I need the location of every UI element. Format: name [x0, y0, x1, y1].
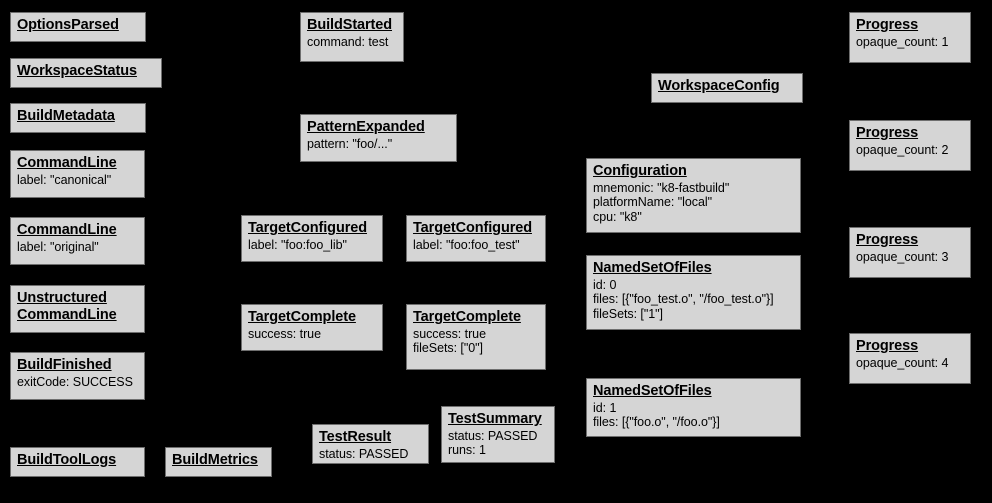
- node-title: TestResult: [319, 429, 392, 445]
- node-title: BuildMetrics: [172, 452, 258, 468]
- node-title: Configuration: [593, 163, 687, 179]
- node-field: runs: 1: [448, 443, 486, 458]
- node-field: status: PASSED: [319, 446, 409, 461]
- node-fields: opaque_count: 1: [856, 35, 964, 50]
- node-title: NamedSetOfFiles: [593, 260, 712, 276]
- node-field: opaque_count: 2: [856, 142, 949, 157]
- node-field: exitCode: SUCCESS: [17, 374, 133, 389]
- node-field: status: PASSED: [448, 428, 538, 443]
- node-field: files: [{"foo.o", "/foo.o"}]: [593, 415, 720, 430]
- node-field: files: [{"foo_test.o", "/foo_test.o"}]: [593, 292, 774, 307]
- node-field: opaque_count: 1: [856, 34, 949, 49]
- node-title: WorkspaceStatus: [17, 63, 137, 79]
- node-title: PatternExpanded: [307, 119, 425, 135]
- node-title: Progress: [856, 125, 919, 141]
- node-workspace-config[interactable]: WorkspaceConfig: [651, 73, 803, 103]
- node-title: BuildFinished: [17, 357, 112, 373]
- node-field: command: test: [307, 34, 389, 49]
- node-fields: label: "original": [17, 240, 138, 255]
- node-title: Progress: [856, 17, 919, 33]
- node-field: fileSets: ["1"]: [593, 306, 663, 321]
- node-workspace-status[interactable]: WorkspaceStatus: [10, 58, 162, 88]
- node-title: BuildToolLogs: [17, 452, 117, 468]
- node-title: BuildStarted: [307, 17, 393, 33]
- node-title: WorkspaceConfig: [658, 78, 780, 94]
- node-fields: exitCode: SUCCESS: [17, 375, 138, 390]
- node-title: NamedSetOfFiles: [593, 383, 712, 399]
- node-field: label: "original": [17, 239, 99, 254]
- node-title: Progress: [856, 232, 919, 248]
- node-field: success: true: [248, 326, 321, 341]
- node-title: Unstructured CommandLine: [17, 290, 117, 323]
- node-title: Progress: [856, 338, 919, 354]
- node-title: TargetComplete: [413, 309, 521, 325]
- node-field: pattern: "foo/...": [307, 136, 393, 151]
- node-field: mnemonic: "k8-fastbuild": [593, 180, 730, 195]
- node-fields: label: "foo:foo_test": [413, 238, 539, 253]
- node-field: opaque_count: 3: [856, 249, 949, 264]
- node-fields: success: true: [248, 327, 376, 342]
- node-field: platformName: "local": [593, 195, 712, 210]
- node-fields: opaque_count: 2: [856, 143, 964, 158]
- node-build-metadata[interactable]: BuildMetadata: [10, 103, 146, 133]
- node-fields: mnemonic: "k8-fastbuild"platformName: "l…: [593, 181, 794, 225]
- node-title: TargetComplete: [248, 309, 356, 325]
- node-build-metrics[interactable]: BuildMetrics: [165, 447, 272, 477]
- node-field: success: true: [413, 326, 486, 341]
- node-field: fileSets: ["0"]: [413, 341, 483, 356]
- node-field: id: 0: [593, 277, 617, 292]
- node-title: TargetConfigured: [248, 220, 367, 236]
- node-title: CommandLine: [17, 222, 117, 238]
- node-field: cpu: "k8": [593, 209, 642, 224]
- node-fields: status: PASSED: [319, 447, 422, 462]
- node-fields: label: "foo:foo_lib": [248, 238, 376, 253]
- node-field: label: "canonical": [17, 172, 112, 187]
- node-field: label: "foo:foo_lib": [248, 237, 347, 252]
- node-field: label: "foo:foo_test": [413, 237, 520, 252]
- node-title: TargetConfigured: [413, 220, 532, 236]
- node-fields: pattern: "foo/...": [307, 137, 450, 152]
- node-options-parsed[interactable]: OptionsParsed: [10, 12, 146, 42]
- node-title: CommandLine: [17, 155, 117, 171]
- node-fields: label: "canonical": [17, 173, 138, 188]
- node-build-tool-logs[interactable]: BuildToolLogs: [10, 447, 145, 477]
- node-field: opaque_count: 4: [856, 355, 949, 370]
- node-field: id: 1: [593, 400, 617, 415]
- node-unstructured-command-line[interactable]: Unstructured CommandLine: [10, 285, 145, 333]
- node-title: TestSummary: [448, 411, 542, 427]
- node-fields: opaque_count: 3: [856, 250, 964, 265]
- node-title: OptionsParsed: [17, 17, 119, 33]
- node-fields: command: test: [307, 35, 397, 50]
- node-fields: opaque_count: 4: [856, 356, 964, 371]
- node-title: BuildMetadata: [17, 108, 115, 124]
